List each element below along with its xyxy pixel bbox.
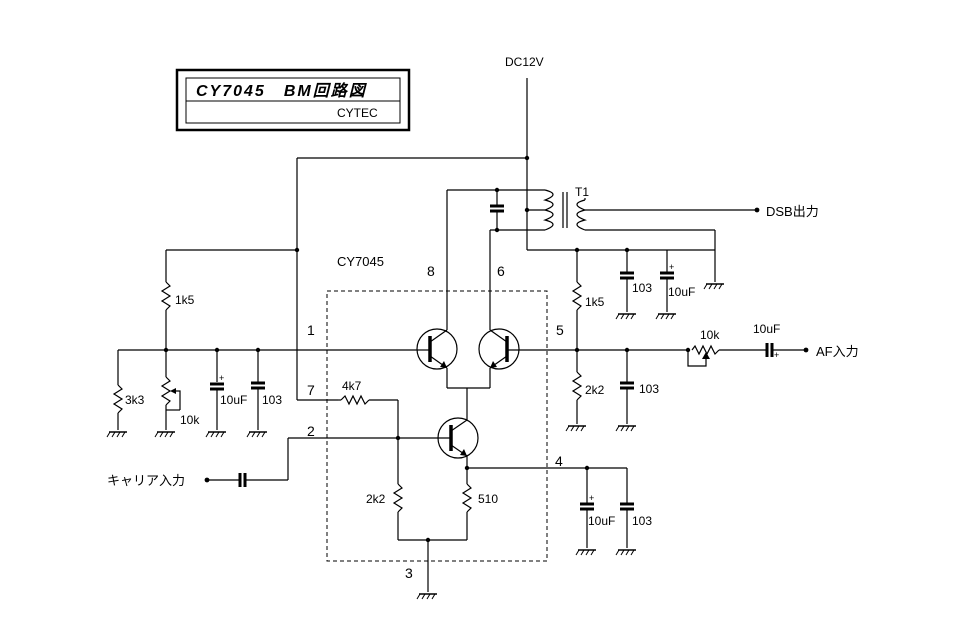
pin-2-label: 2 — [307, 423, 315, 439]
left-bias-network: 1k5 3k3 10k + 10uF 103 — [106, 247, 416, 438]
transistor-right — [478, 328, 527, 370]
c-103-bottom-label: 103 — [632, 514, 652, 528]
svg-text:+: + — [669, 262, 674, 272]
carrier-in-label: キャリア入力 — [107, 473, 185, 488]
r-510-label: 510 — [478, 492, 498, 506]
pin-5-label: 5 — [556, 322, 564, 338]
af-input: 10k + 10uF AF入力 — [685, 322, 859, 367]
pin-8-label: 8 — [427, 263, 435, 279]
r-2k2-right-label: 2k2 — [585, 383, 605, 397]
af-in-label: AF入力 — [816, 344, 859, 359]
title-text: CY7045 BM回路図 — [196, 82, 368, 100]
c-103-right-label: 103 — [639, 382, 659, 396]
transistor-left — [416, 328, 458, 370]
c-103-top-label: 103 — [632, 281, 652, 295]
svg-text:+: + — [589, 493, 594, 503]
pin-3-label: 3 — [405, 565, 413, 581]
vr-10k-af-label: 10k — [700, 328, 720, 342]
right-bias-network: 1k5 2k2 103 5 — [527, 250, 688, 432]
company-text: CYTEC — [337, 106, 378, 120]
ic-boundary — [326, 290, 548, 562]
carrier-input: 2 キャリア入力 — [107, 423, 398, 488]
r-4k7-label: 4k7 — [342, 379, 362, 393]
pin-6-label: 6 — [497, 263, 505, 279]
collector-wiring: 8 6 — [427, 155, 545, 330]
power-label: DC12V — [505, 55, 544, 69]
current-source-bias: 4k7 7 2k2 510 3 — [307, 379, 498, 600]
c-10uf-top-label: 10uF — [668, 285, 695, 299]
c-10uf-af-label: 10uF — [753, 322, 780, 336]
c-10uf-bottom-label: 10uF — [588, 514, 615, 528]
ic-name: CY7045 — [337, 254, 384, 269]
r-1k5-right-label: 1k5 — [585, 295, 605, 309]
power-rail: DC12V — [166, 55, 715, 401]
pin-7-label: 7 — [307, 382, 315, 398]
title-block: CY7045 BM回路図 CYTEC — [175, 68, 411, 132]
emitter-junction — [446, 368, 491, 420]
transistor-current-source — [398, 417, 479, 459]
pin-1-label: 1 — [307, 322, 315, 338]
c-10uf-left-label: 10uF — [220, 393, 247, 407]
r-3k3-label: 3k3 — [125, 393, 145, 407]
transformer-t1: T1 DSB出力 — [542, 185, 819, 290]
svg-text:+: + — [219, 373, 224, 383]
svg-text:+: + — [774, 350, 779, 360]
pin-4-label: 4 — [555, 453, 563, 469]
decoupling-top: 103 + 10uF — [574, 247, 695, 320]
r-1k5-left-label: 1k5 — [175, 293, 195, 307]
pin4-decoupling: 4 + 10uF 103 — [464, 453, 652, 556]
vr-10k-left-label: 10k — [180, 413, 200, 427]
transformer-label: T1 — [575, 185, 589, 199]
r-2k2-left-label: 2k2 — [366, 492, 386, 506]
c-103-left-label: 103 — [262, 393, 282, 407]
dsb-out-label: DSB出力 — [766, 204, 819, 219]
